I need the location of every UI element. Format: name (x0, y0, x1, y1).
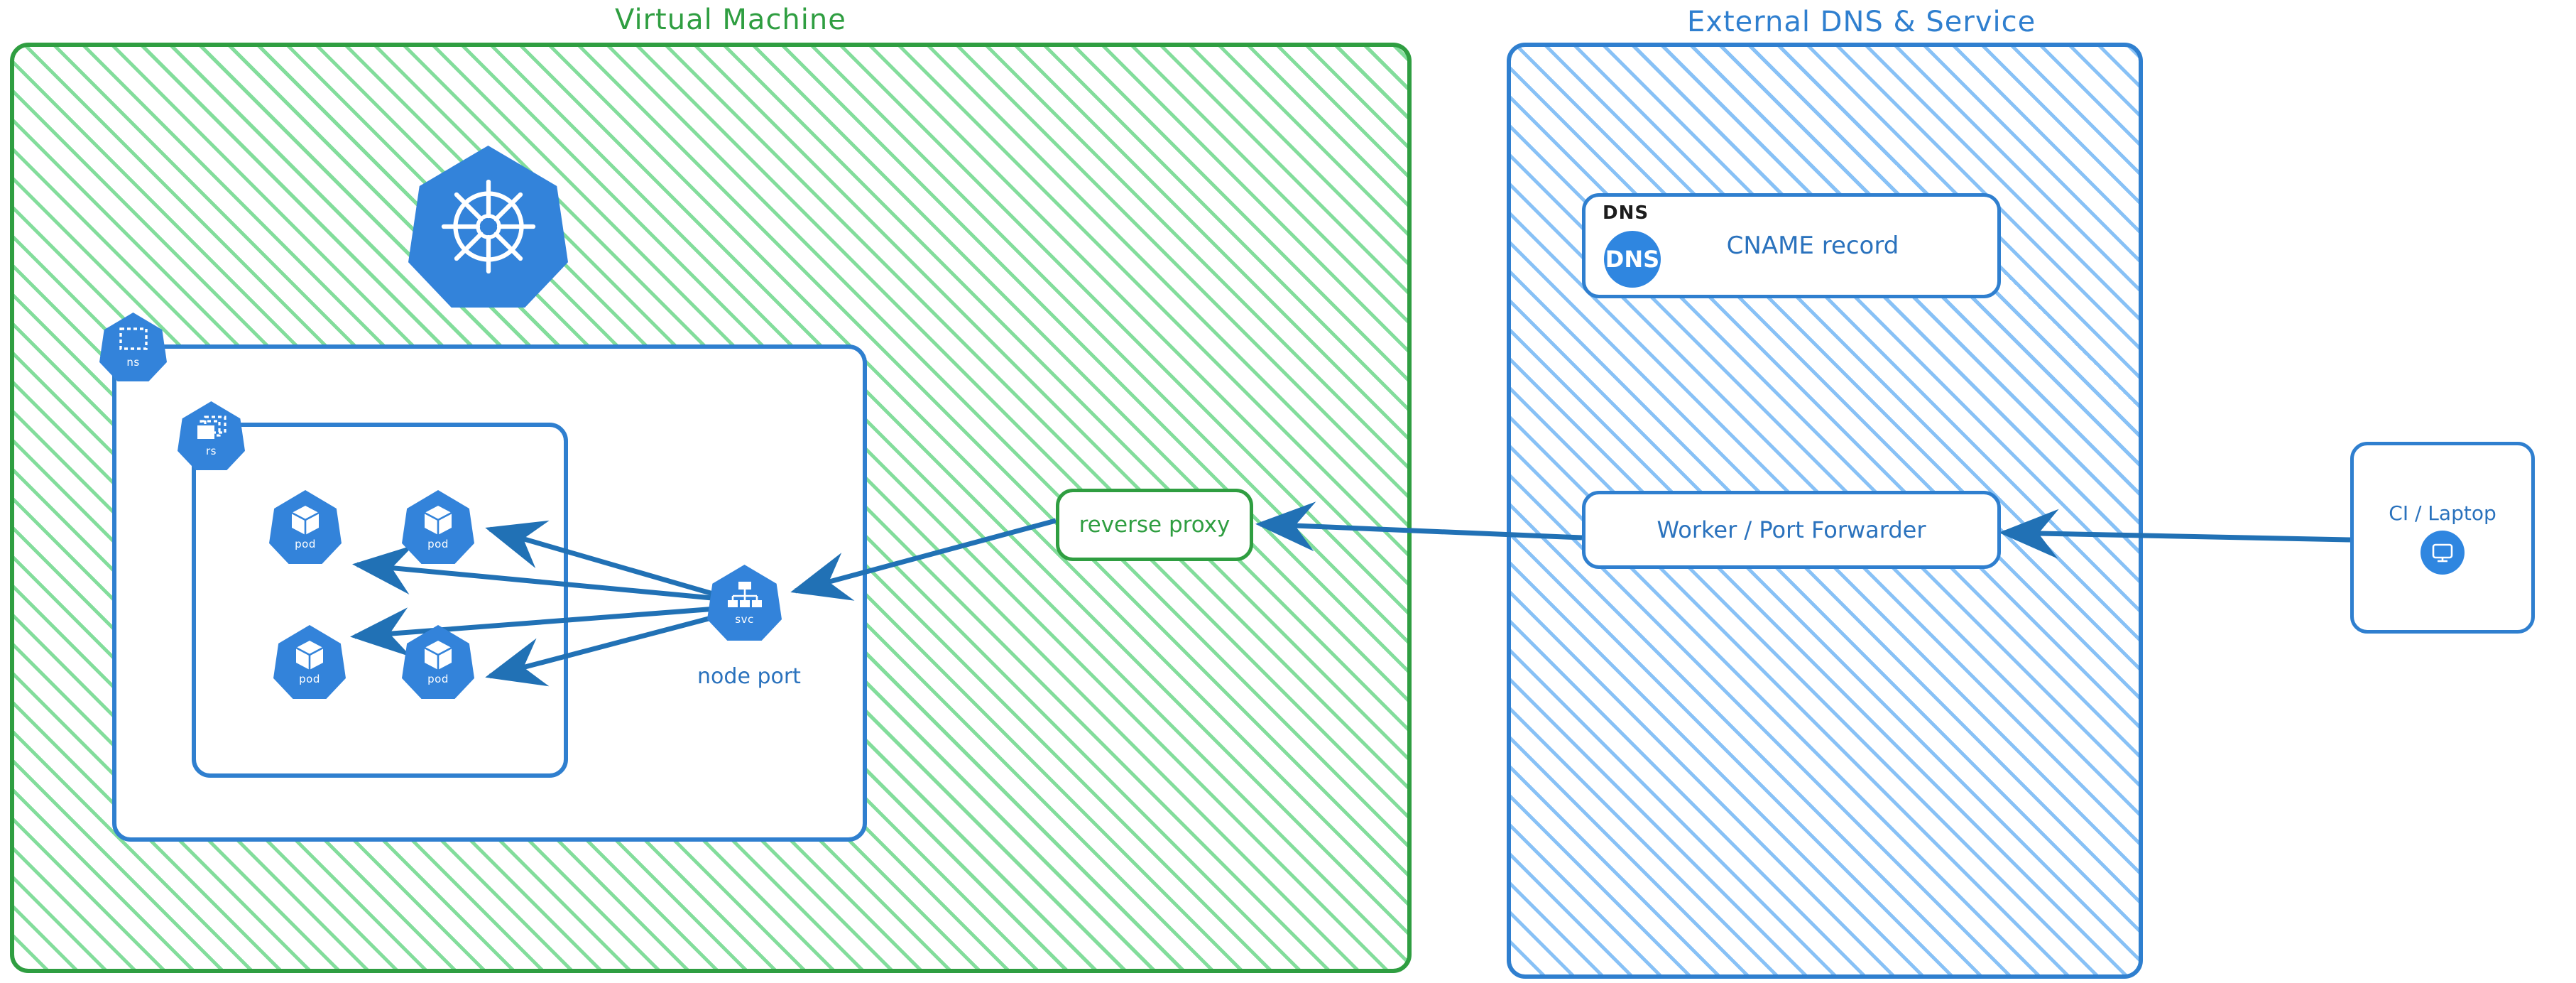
service-caption: svc (735, 612, 754, 626)
helm-wheel-icon (441, 179, 535, 274)
pod-caption: pod (427, 538, 449, 550)
external-panel-title: External DNS & Service (1687, 6, 2036, 38)
node-port-label: node port (697, 664, 801, 689)
replicaset-container (192, 423, 568, 778)
service-hex-node: svc (707, 565, 782, 641)
reverse-proxy-label: reverse proxy (1079, 512, 1230, 538)
service-icon (727, 581, 762, 607)
pod-hex-node: pod (273, 625, 346, 699)
monitor-icon (2421, 530, 2465, 575)
replicaset-hex-node: rs (178, 401, 245, 470)
dns-cname-box[interactable]: DNS DNS CNAME record (1582, 193, 2001, 298)
pod-caption: pod (295, 538, 316, 550)
pod-icon (424, 506, 452, 535)
pod-hex-node: pod (269, 490, 342, 564)
cname-record-label: CNAME record (1726, 232, 1899, 260)
reverse-proxy-box[interactable]: reverse proxy (1056, 489, 1253, 561)
pod-caption: pod (299, 673, 320, 685)
kubernetes-logo-icon (408, 146, 568, 308)
worker-port-forwarder-box[interactable]: Worker / Port Forwarder (1582, 491, 2001, 569)
ci-laptop-box[interactable]: CI / Laptop (2350, 442, 2535, 634)
vm-panel-title: Virtual Machine (615, 4, 846, 36)
pod-icon (424, 641, 452, 670)
namespace-icon (119, 327, 148, 350)
pod-hex-node: pod (402, 490, 474, 564)
replicaset-icon (197, 415, 227, 439)
worker-label: Worker / Port Forwarder (1657, 516, 1926, 543)
ci-laptop-label: CI / Laptop (2389, 501, 2496, 525)
namespace-hex-node: ns (99, 313, 167, 381)
dns-badge-icon: DNS (1604, 231, 1661, 288)
dns-tag-label: DNS (1603, 202, 1649, 224)
pod-icon (295, 641, 324, 670)
namespace-caption: ns (126, 355, 140, 369)
replicaset-caption: rs (206, 444, 217, 457)
pod-hex-node: pod (402, 625, 474, 699)
pod-caption: pod (427, 673, 449, 685)
pod-icon (291, 506, 320, 535)
monitor-glyph (2432, 543, 2453, 562)
